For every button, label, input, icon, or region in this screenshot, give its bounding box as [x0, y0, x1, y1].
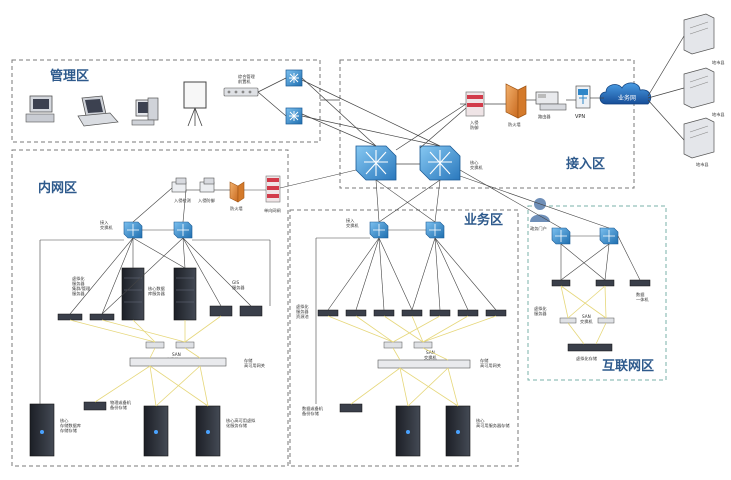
internet-switch-1-icon — [551, 227, 571, 245]
business-access-switch-label: 接入交换机 — [346, 217, 359, 229]
business-virtual-servers-label: 虚拟化服务器资源池 — [296, 303, 309, 320]
core-switch-left-icon — [355, 145, 397, 181]
business-core-storage-label: 核心高可用服务器存储 — [476, 417, 510, 429]
management-zone-title: 管理区 — [50, 68, 89, 84]
internet-1u-servers — [551, 279, 651, 287]
intranet-access-switch-2-icon — [173, 221, 193, 239]
intranet-core-storage-icon — [29, 403, 55, 457]
city-server-3-label: 地市县 — [696, 161, 709, 168]
isolation-gateway-icon — [265, 175, 281, 203]
vpn-label: VPN — [575, 114, 585, 120]
business-1u-servers — [317, 309, 507, 317]
intranet-ha-storage-1-icon — [143, 405, 169, 457]
intranet-zone-box — [11, 149, 289, 467]
router-label: 路由器 — [538, 113, 551, 120]
mgmt-switch-label: 综合管理前置机 — [238, 73, 256, 85]
intranet-storage-icon — [129, 357, 227, 367]
intrusion-detect-label: 入侵检测 — [174, 197, 191, 204]
internet-zone-title: 互联网区 — [602, 359, 654, 374]
business-links — [315, 179, 497, 404]
business-core-storage-1-icon — [395, 405, 421, 457]
access-links — [257, 35, 685, 165]
business-access-switch-1-icon — [369, 221, 389, 239]
internet-storage-icon — [567, 343, 613, 352]
intranet-backup-icon — [83, 401, 107, 411]
internet-virtual-label: 虚拟化服务器 — [534, 305, 547, 317]
desktop-computer-icon — [25, 95, 55, 123]
intranet-backup-label: 物理或备机备份存储 — [110, 399, 132, 411]
access-zone-title: 接入区 — [566, 156, 605, 172]
antivirus-label: 入侵防御 — [198, 197, 215, 204]
intranet-core-storage-label: 核心存储数据库存储存储 — [60, 417, 81, 434]
intranet-san-switch-icon — [145, 341, 195, 349]
antivirus-icon — [199, 177, 215, 193]
isolation-gateway-label: 单向网闸 — [264, 207, 281, 214]
intranet-core-db-server-1-icon — [121, 267, 145, 321]
business-storage-icon — [377, 359, 471, 369]
internet-switch-2-icon — [599, 227, 619, 245]
intranet-core-db-label: 核心数据库服务器 — [148, 285, 166, 297]
business-core-storage-2-icon — [445, 405, 471, 457]
internet-portal-label: 政务门户 — [530, 225, 547, 232]
business-access-switch-2-icon — [425, 221, 445, 239]
workstation-icon — [131, 97, 159, 126]
intranet-ha-storage-2-icon — [195, 405, 221, 457]
laptop-icon — [77, 95, 119, 127]
intranet-links — [39, 169, 357, 404]
router-icon — [535, 91, 567, 111]
management-zone-box — [11, 59, 321, 143]
projector-screen-icon — [183, 81, 207, 127]
intranet-core-db-server-2-icon — [173, 267, 197, 321]
city-server-2-icon — [683, 67, 715, 109]
internet-device-label: 数据一体机 — [636, 291, 649, 303]
internet-storage-label: 虚拟化存储 — [576, 355, 597, 362]
mgmt-switch-1-icon — [285, 69, 303, 87]
internet-zone-box — [527, 205, 667, 381]
intranet-access-switch-1-icon — [123, 221, 143, 239]
intranet-storage-label: 存储高可用网关 — [244, 357, 265, 369]
business-storage-label: 存储高可用网关 — [480, 357, 501, 369]
intrusion-detect-icon — [171, 177, 187, 193]
business-backup-label: 数据或备机备份存储 — [302, 405, 324, 417]
business-san-switch-icon — [383, 341, 433, 349]
business-san-links — [327, 315, 497, 407]
intranet-virtual-servers-label: 虚拟化服务器集群/管理服务器 — [72, 275, 91, 297]
intrusion-prevention-label: 入侵防御 — [470, 119, 478, 131]
firewall-access-label: 防火墙 — [508, 121, 521, 128]
mgmt-switch-2-icon — [285, 107, 303, 125]
city-server-1-icon — [683, 13, 715, 55]
internet-san-links — [560, 285, 607, 345]
intrusion-prevention-icon — [465, 91, 485, 117]
business-zone-title: 业务区 — [464, 212, 503, 228]
management-server-icon — [223, 87, 259, 97]
intranet-san-links — [69, 315, 222, 407]
cloud-icon — [599, 82, 652, 105]
cloud-label: 业务网 — [618, 94, 636, 102]
core-switch-label: 核心交换机 — [470, 159, 483, 171]
firewall-access-icon — [505, 83, 527, 119]
intranet-ha-storage-label: 核心高可用虚拟化服务存储 — [226, 417, 256, 429]
intranet-access-switch-label: 接入交换机 — [100, 219, 113, 231]
firewall-intranet-icon — [229, 181, 245, 203]
business-backup-icon — [339, 403, 363, 413]
firewall-intranet-label: 防火墙 — [230, 205, 243, 212]
city-server-1-label: 地市县 — [712, 59, 725, 66]
core-switch-right-icon — [419, 145, 461, 181]
city-server-2-label: 地市县 — [712, 111, 725, 118]
vpn-icon — [575, 85, 591, 109]
internet-links — [459, 169, 641, 281]
business-zone-box — [289, 209, 519, 467]
intranet-1u-servers — [57, 305, 263, 321]
city-server-3-icon — [683, 117, 715, 159]
intranet-zone-title: 内网区 — [38, 180, 77, 196]
